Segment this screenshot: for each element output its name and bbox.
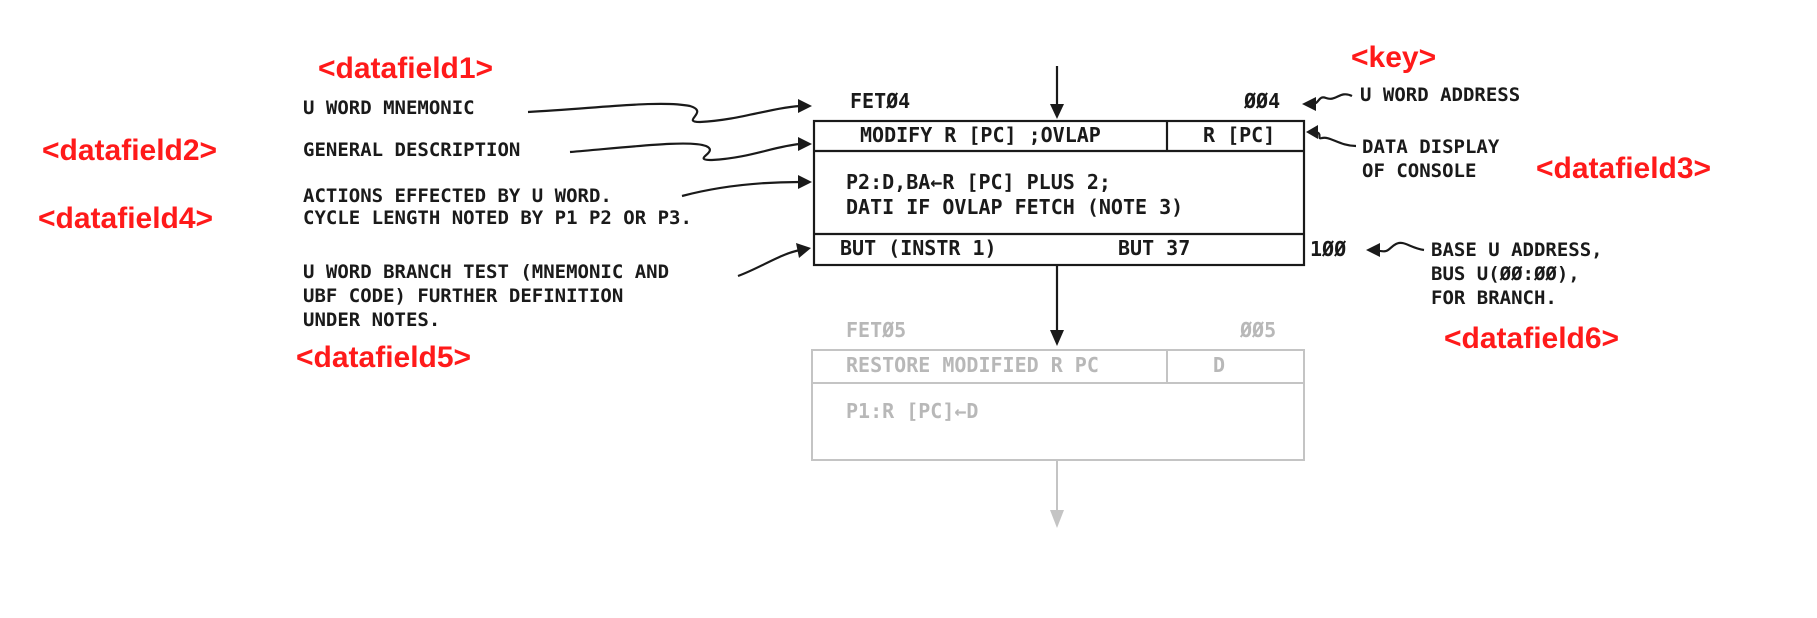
tag-datafield5: <datafield5>: [296, 341, 471, 374]
leader-description-head: [798, 137, 812, 151]
leader-mnemonic: [527, 102, 801, 124]
note-base-address-line2: BUS U(ØØ:ØØ),: [1431, 263, 1580, 285]
uword2-mnemonic: FETØ5: [846, 318, 906, 342]
note-branch-line1: U WORD BRANCH TEST (MNEMONIC AND: [303, 261, 669, 283]
uword1-branch-code: BUT 37: [1118, 236, 1190, 260]
flow-arrow-out-head: [1050, 510, 1064, 528]
uword1-base-address: 1ØØ: [1310, 237, 1346, 261]
note-general-description: GENERAL DESCRIPTION: [303, 139, 520, 161]
tag-datafield4: <datafield4>: [38, 202, 213, 235]
tag-key: <key>: [1351, 41, 1436, 74]
note-actions-line2: CYCLE LENGTH NOTED BY P1 P2 OR P3.: [303, 207, 692, 229]
leader-address: [1311, 93, 1353, 106]
uword2-action-line1: P1:R [PC]←D: [846, 399, 978, 423]
tag-datafield6: <datafield6>: [1444, 322, 1619, 355]
uword2-description: RESTORE MODIFIED R PC: [846, 353, 1099, 377]
note-base-address-line1: BASE U ADDRESS,: [1431, 239, 1603, 261]
uword1-branch: BUT (INSTR 1): [840, 236, 997, 260]
note-actions-line1: ACTIONS EFFECTED BY U WORD.: [303, 185, 612, 207]
uword1-frame: [812, 119, 1306, 267]
leader-branch: [737, 248, 801, 278]
flow-arrow-in-head: [1050, 104, 1064, 119]
uword2-display: D: [1213, 353, 1225, 377]
uword1-display: R [PC]: [1203, 123, 1275, 147]
leader-base-address-head: [1366, 243, 1380, 257]
uword1-mnemonic: FETØ4: [850, 89, 910, 113]
uword1-address: ØØ4: [1243, 89, 1280, 113]
tag-datafield2: <datafield2>: [42, 134, 217, 167]
uword1-box: [812, 119, 1306, 267]
uword1-description: MODIFY R [PC] ;OVLAP: [860, 123, 1101, 147]
uword2-address: ØØ5: [1239, 318, 1276, 342]
leader-actions-head: [798, 175, 812, 189]
note-data-display-line2: OF CONSOLE: [1362, 160, 1476, 182]
note-branch-line2: UBF CODE) FURTHER DEFINITION: [303, 285, 623, 307]
leader-actions: [681, 180, 801, 198]
note-base-address-line3: FOR BRANCH.: [1431, 287, 1557, 309]
note-data-display-line1: DATA DISPLAY: [1362, 136, 1500, 158]
leader-branch-head: [796, 243, 811, 258]
note-u-word-address: U WORD ADDRESS: [1360, 84, 1520, 106]
leader-mnemonic-head: [798, 99, 812, 113]
flow-arrow-mid-head: [1050, 330, 1064, 346]
leader-base-address: [1375, 241, 1425, 253]
leader-description: [569, 142, 801, 162]
leader-display-head: [1306, 125, 1318, 139]
leader-address-head: [1302, 97, 1316, 111]
note-branch-line3: UNDER NOTES.: [303, 309, 440, 331]
tag-datafield3: <datafield3>: [1536, 152, 1711, 185]
uword1-action-line2: DATI IF OVLAP FETCH (NOTE 3): [846, 195, 1183, 219]
uword1-action-line1: P2:D,BA←R [PC] PLUS 2;: [846, 170, 1111, 194]
note-u-word-mnemonic: U WORD MNEMONIC: [303, 97, 475, 119]
leader-display: [1313, 130, 1357, 148]
tag-datafield1: <datafield1>: [318, 52, 493, 85]
